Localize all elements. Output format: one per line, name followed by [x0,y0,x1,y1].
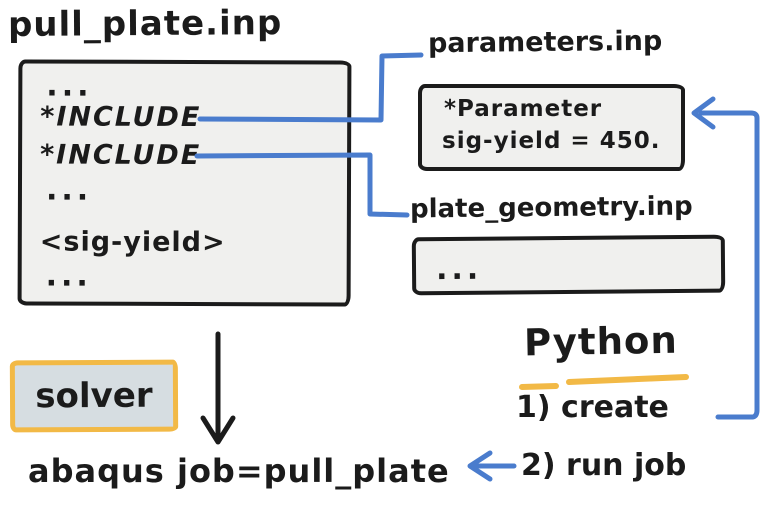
python-underline-long [566,374,689,385]
file-line: ... [45,258,92,294]
left-arrowhead-icon [691,96,716,130]
file-line-sig-yield-value: sig-yield = 450. [442,128,661,154]
file-line-include-2: *INCLUDE [40,139,202,172]
file-line-parameter: *Parameter [444,96,603,122]
file-line: ... [435,251,483,288]
file-line-include-1: *INCLUDE [40,101,202,134]
geometry-file-title: plate_geometry.inp [409,191,693,225]
parameters-file-title: parameters.inp [427,25,663,60]
python-step-create: 1) create [516,390,669,425]
file-line: ... [46,68,93,104]
solver-box: solver [9,359,179,433]
python-step-run-job: 2) run job [521,448,687,483]
abaqus-command-text: abaqus job=pull_plate [28,452,450,490]
down-arrowhead-icon [200,415,236,445]
file-line-sig-yield: <sig-yield> [39,226,226,259]
solver-label: solver [35,375,153,417]
geometry-file-box: ... [411,234,726,296]
main-file-box: ... *INCLUDE *INCLUDE ... <sig-yield> ..… [17,59,352,307]
parameters-file-box: *Parameter sig-yield = 450. [418,84,685,171]
python-title: Python [523,318,679,365]
main-file-title: pull_plate.inp [7,3,283,45]
file-line: ... [45,172,93,208]
python-underline-short [519,383,559,390]
left-arrowhead-icon [467,450,493,482]
